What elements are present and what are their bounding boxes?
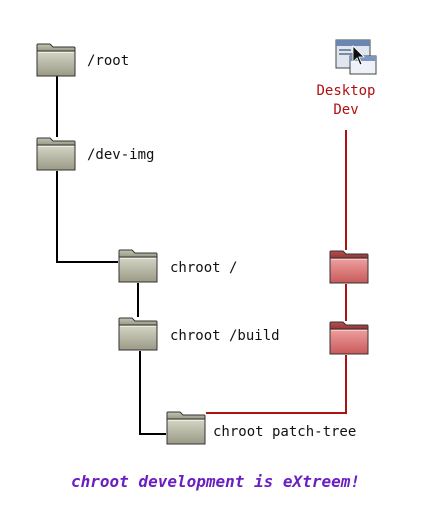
folder-icon	[118, 317, 158, 351]
desktop-dev-line2: Dev	[333, 102, 359, 118]
desktop-window-icon	[335, 39, 377, 75]
red-folder-icon	[329, 321, 369, 355]
edge-chroot-build-to-patch-tree	[139, 351, 166, 435]
red-connectors	[206, 130, 347, 414]
red-folder-icon	[329, 250, 369, 284]
node-label-chroot-root: chroot /	[170, 260, 238, 276]
folder-icon	[118, 249, 158, 283]
node-label-desktop-dev: Desktop Dev	[316, 82, 376, 120]
folder-icon	[166, 411, 206, 445]
node-label-chroot-build: chroot /build	[170, 328, 280, 344]
black-connectors	[56, 76, 166, 435]
node-label-chroot-patch-tree: chroot patch-tree	[213, 424, 357, 440]
edge-dev-img-to-chroot-root	[56, 171, 118, 263]
diagram-caption: chroot development is eXtreem!	[71, 472, 360, 491]
desktop-dev-line1: Desktop	[316, 83, 376, 99]
folder-icon	[36, 137, 76, 171]
edge-red-folder-2-to-patch-tree	[206, 355, 347, 414]
folder-icon	[36, 43, 76, 77]
node-label-dev-img: /dev-img	[87, 147, 155, 163]
node-label-root: /root	[87, 53, 130, 69]
